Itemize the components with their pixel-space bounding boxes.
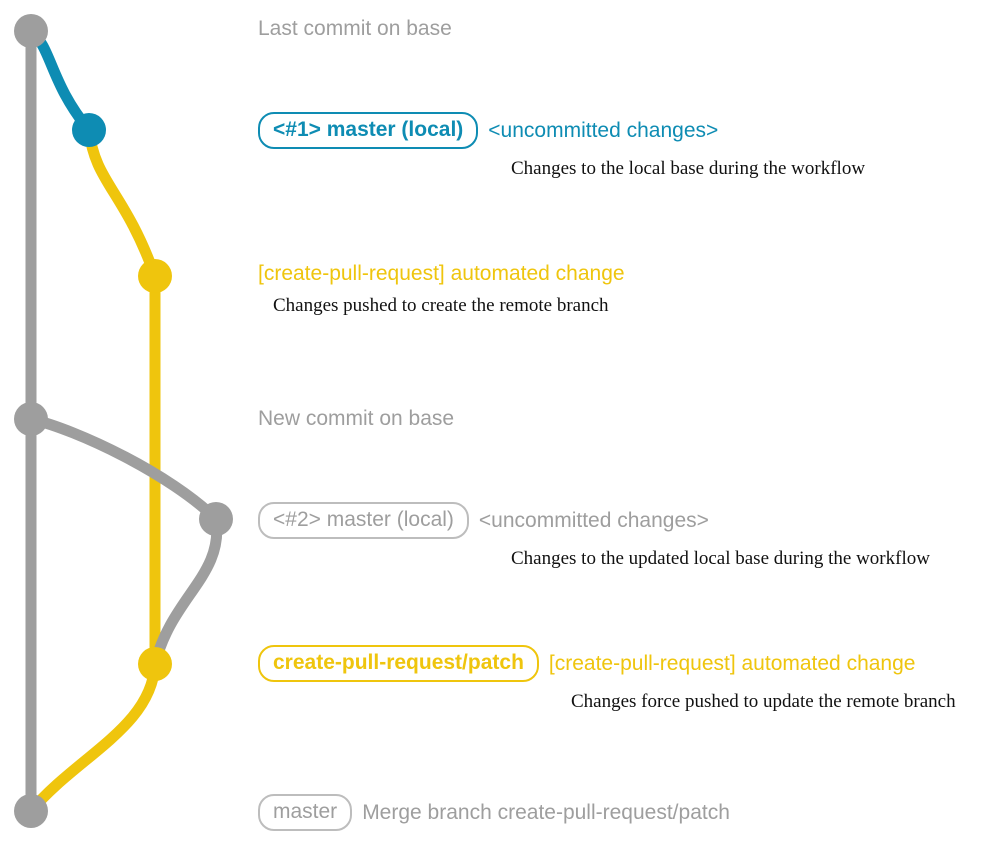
commit-node-last-commit-on-base[interactable] bbox=[14, 14, 48, 48]
row-new-commit-on-base: New commit on base bbox=[258, 406, 454, 432]
commit-description-local-uncommitted-1: Changes to the local base during the wor… bbox=[511, 158, 866, 179]
edge-remote-2-to-merge bbox=[25, 658, 161, 817]
row-automated-change-1: [create-pull-request] automated change C… bbox=[258, 261, 625, 318]
edge-rebase-to-remote-2 bbox=[149, 513, 223, 670]
commit-node-local-uncommitted-2[interactable] bbox=[199, 502, 233, 536]
commit-node-automated-change-2[interactable] bbox=[138, 647, 172, 681]
commit-headline-last-commit-on-base: Last commit on base bbox=[258, 17, 452, 40]
commit-headline-new-commit-on-base: New commit on base bbox=[258, 407, 455, 430]
commit-headline-automated-change-2: [create-pull-request] automated change bbox=[548, 651, 916, 675]
commit-headline-local-uncommitted-1: <uncommitted changes> bbox=[488, 118, 719, 142]
row-local-uncommitted-1: <#1> master (local) <uncommitted changes… bbox=[258, 112, 865, 181]
row-local-uncommitted-2-header: <#2> master (local) <uncommitted changes… bbox=[258, 502, 930, 539]
commit-node-automated-change-1[interactable] bbox=[138, 259, 172, 293]
commit-description-local-uncommitted-2: Changes to the updated local base during… bbox=[511, 548, 930, 569]
commit-headline-automated-change-1: [create-pull-request] automated change bbox=[258, 262, 625, 285]
row-merge-commit-header: master Merge branch create-pull-request/… bbox=[258, 794, 730, 831]
commit-node-local-uncommitted-1[interactable] bbox=[72, 113, 106, 147]
row-automated-change-2-header: create-pull-request/patch [create-pull-r… bbox=[258, 645, 956, 682]
branch-badge-master-local-1[interactable]: <#1> master (local) bbox=[258, 112, 479, 149]
commit-headline-merge-commit: Merge branch create-pull-request/patch bbox=[362, 800, 730, 824]
edge-local-1-to-remote-1 bbox=[83, 124, 161, 282]
edge-base-to-rebase bbox=[25, 413, 222, 525]
commit-node-merge-commit[interactable] bbox=[14, 794, 48, 828]
branch-badge-master[interactable]: master bbox=[258, 794, 353, 831]
commit-headline-local-uncommitted-2: <uncommitted changes> bbox=[478, 508, 709, 532]
row-automated-change-2: create-pull-request/patch [create-pull-r… bbox=[258, 645, 956, 714]
branch-badge-master-local-2[interactable]: <#2> master (local) bbox=[258, 502, 469, 539]
edge-base-to-local-1 bbox=[25, 25, 95, 136]
commit-description-automated-change-2: Changes force pushed to update the remot… bbox=[571, 691, 956, 712]
commit-description-automated-change-1: Changes pushed to create the remote bran… bbox=[273, 295, 609, 316]
row-last-commit-on-base: Last commit on base bbox=[258, 16, 452, 42]
row-local-uncommitted-2: <#2> master (local) <uncommitted changes… bbox=[258, 502, 930, 571]
branch-badge-create-pull-request-patch[interactable]: create-pull-request/patch bbox=[258, 645, 539, 682]
row-merge-commit: master Merge branch create-pull-request/… bbox=[258, 794, 730, 831]
row-local-uncommitted-1-header: <#1> master (local) <uncommitted changes… bbox=[258, 112, 865, 149]
commit-node-new-commit-on-base[interactable] bbox=[14, 402, 48, 436]
